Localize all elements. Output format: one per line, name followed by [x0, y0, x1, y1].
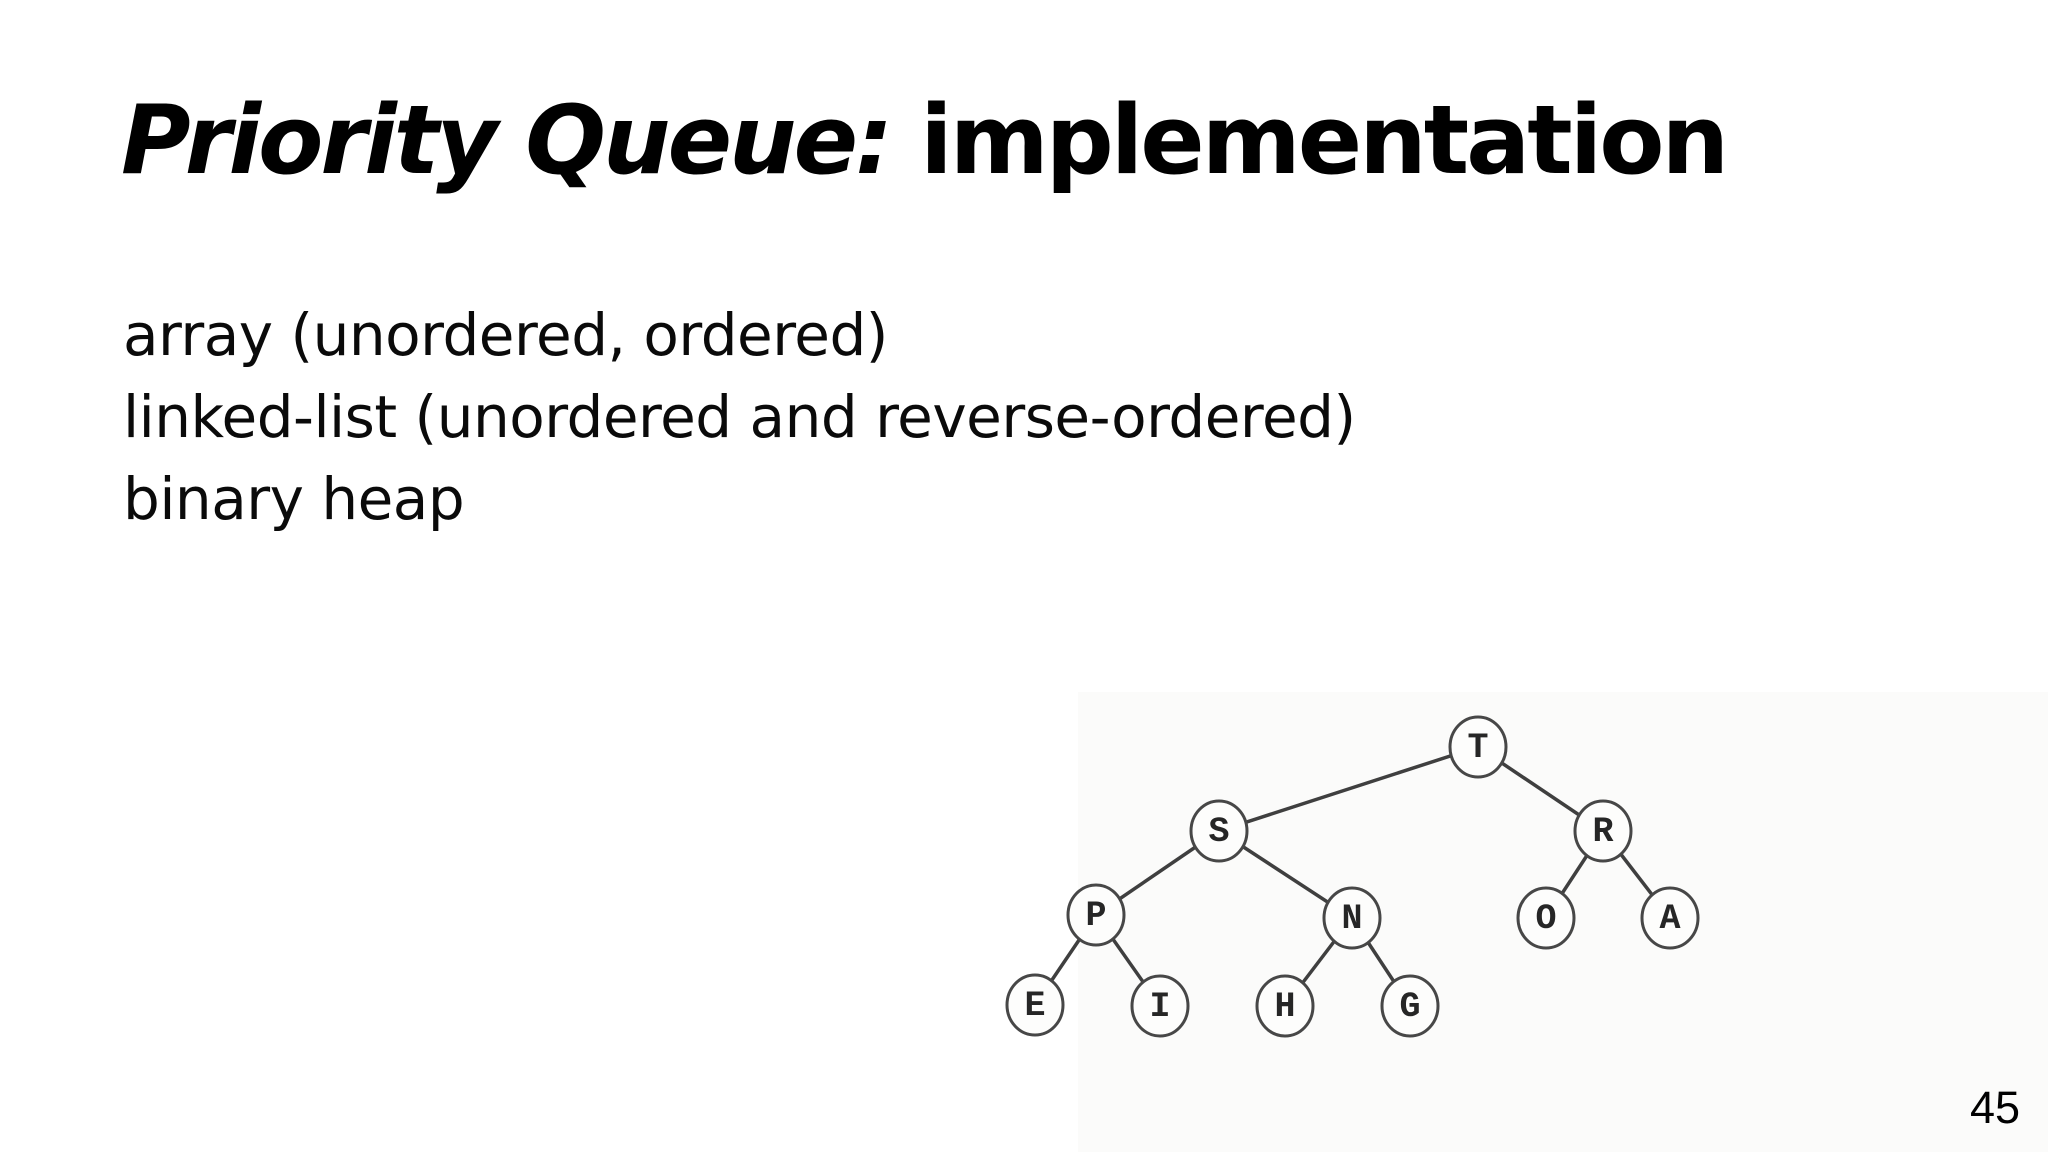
tree-node-label: O	[1535, 899, 1556, 939]
heap-tree-diagram: T S R P N O A E I H G	[1005, 715, 1700, 1038]
tree-node-label: A	[1659, 899, 1680, 939]
body-line-array: array (unordered, ordered)	[123, 301, 888, 369]
page-number: 45	[1969, 1082, 2020, 1133]
tree-node-circle	[1322, 886, 1382, 950]
tree-node-label: R	[1592, 812, 1613, 852]
tree-node-o: O	[1516, 886, 1576, 950]
title-rest: implementation	[920, 86, 1729, 196]
title-emphasis: Priority Queue:	[121, 86, 893, 196]
tree-node-t: T	[1448, 715, 1508, 779]
tree-node-circle	[1516, 886, 1576, 950]
tree-node-i: I	[1130, 974, 1190, 1038]
tree-node-circle	[1640, 886, 1700, 950]
tree-edge	[1218, 745, 1479, 833]
tree-node-e: E	[1005, 973, 1065, 1037]
tree-node-label: P	[1085, 896, 1106, 936]
body-text-block: array (unordered, ordered) linked-list (…	[123, 294, 1356, 540]
tree-node-label: I	[1149, 987, 1170, 1027]
tree-node-circle	[1573, 799, 1633, 863]
tree-node-circle	[1130, 974, 1190, 1038]
tree-node-circle	[1005, 973, 1065, 1037]
tree-node-label: E	[1024, 986, 1045, 1026]
tree-node-label: G	[1399, 987, 1420, 1027]
tree-node-circle	[1380, 974, 1440, 1038]
tree-node-n: N	[1322, 886, 1382, 950]
tree-node-a: A	[1640, 886, 1700, 950]
tree-node-label: N	[1341, 899, 1362, 939]
tree-node-r: R	[1573, 799, 1633, 863]
tree-node-s: S	[1189, 799, 1249, 863]
tree-node-label: T	[1467, 728, 1488, 768]
body-line-binary-heap: binary heap	[123, 465, 465, 533]
tree-node-circle	[1255, 974, 1315, 1038]
tree-node-g: G	[1380, 974, 1440, 1038]
tree-node-circle	[1189, 799, 1249, 863]
tree-node-label: H	[1274, 987, 1295, 1027]
tree-node-label: S	[1208, 812, 1229, 852]
body-line-linked-list: linked-list (unordered and reverse-order…	[123, 383, 1356, 451]
slide-title: Priority Queue: implementation	[121, 86, 1729, 196]
tree-node-circle	[1448, 715, 1508, 779]
tree-node-h: H	[1255, 974, 1315, 1038]
tree-node-p: P	[1066, 883, 1126, 947]
tree-node-circle	[1066, 883, 1126, 947]
